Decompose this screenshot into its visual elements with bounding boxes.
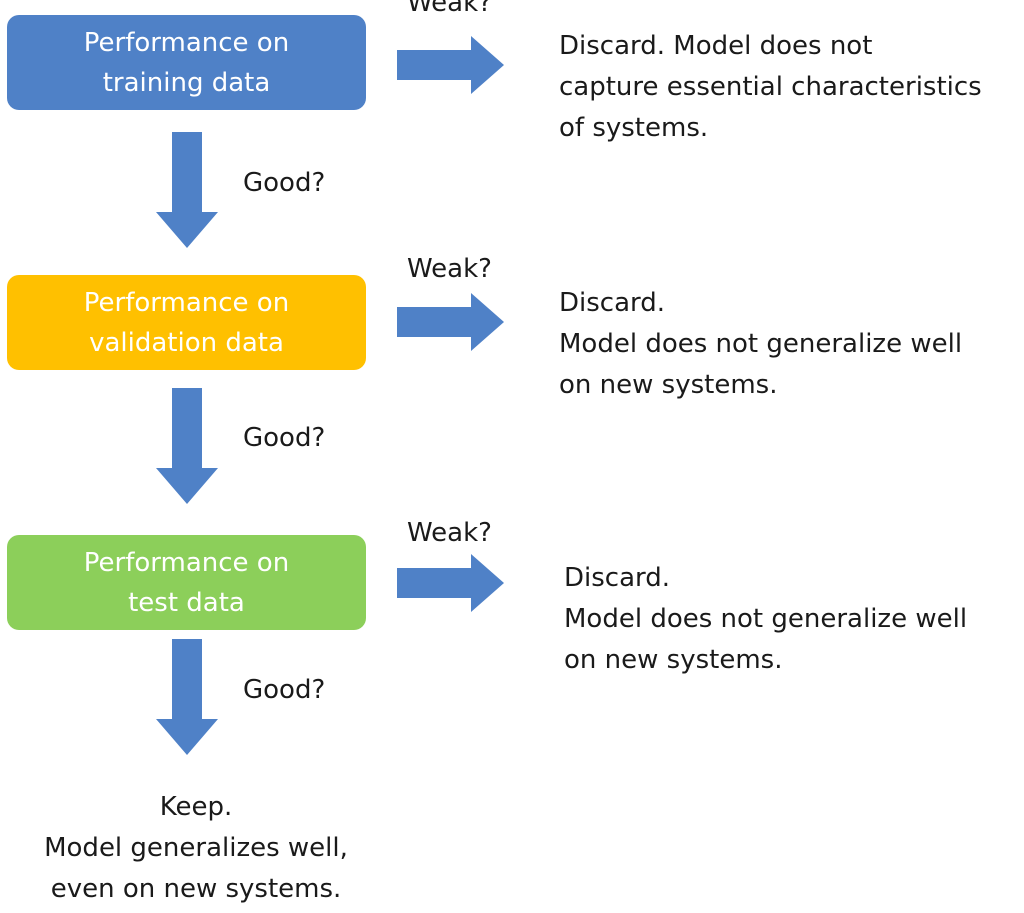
training-data-box: Performance on training data — [7, 15, 366, 110]
test-weak-label: Weak? — [407, 518, 492, 548]
down-arrow-shape — [156, 639, 218, 755]
test-outcome-line3: on new systems. — [564, 645, 783, 675]
test-box-line1: Performance on — [83, 547, 290, 578]
validation-discard-text: Discard. Model does not generalize well … — [559, 283, 962, 406]
test-good-arrow — [156, 639, 218, 755]
training-weak-arrow — [397, 36, 504, 94]
validation-box-line1: Performance on — [83, 287, 290, 318]
test-box-line2: test data — [128, 587, 245, 618]
test-outcome-line2: Model does not generalize well — [564, 604, 968, 634]
validation-good-arrow — [156, 388, 218, 504]
right-arrow-shape — [397, 36, 504, 94]
test-outcome-line1: Discard. — [564, 563, 671, 593]
validation-weak-label: Weak? — [407, 254, 492, 284]
keep-line2: Model generalizes well, — [44, 833, 348, 863]
validation-data-box: Performance on validation data — [7, 275, 366, 370]
validation-good-label: Good? — [243, 423, 326, 453]
training-good-label: Good? — [243, 168, 326, 198]
down-arrow-shape — [156, 388, 218, 504]
training-weak-label: Weak? — [407, 0, 492, 18]
training-box-line1: Performance on — [83, 27, 290, 58]
right-arrow-shape — [397, 293, 504, 351]
training-outcome-line3: of systems. — [559, 113, 709, 143]
validation-outcome-line1: Discard. — [559, 288, 666, 318]
test-good-label: Good? — [243, 675, 326, 705]
training-discard-text: Discard. Model does not capture essentia… — [559, 26, 982, 149]
validation-weak-arrow — [397, 293, 504, 351]
test-data-box: Performance on test data — [7, 535, 366, 630]
training-box-line2: training data — [102, 67, 271, 98]
keep-line3: even on new systems. — [50, 874, 342, 904]
training-good-arrow — [156, 132, 218, 248]
training-outcome-line1: Discard. Model does not — [559, 31, 873, 61]
right-arrow-shape — [397, 554, 504, 612]
keep-line1: Keep. — [159, 792, 233, 822]
validation-outcome-line2: Model does not generalize well — [559, 329, 963, 359]
down-arrow-shape — [156, 132, 218, 248]
test-weak-arrow — [397, 554, 504, 612]
test-discard-text: Discard. Model does not generalize well … — [564, 558, 967, 681]
validation-box-line2: validation data — [89, 327, 284, 358]
training-outcome-line2: capture essential characteristics — [559, 72, 982, 102]
validation-outcome-line3: on new systems. — [559, 370, 778, 400]
keep-outcome-text: Keep. Model generalizes well, even on ne… — [0, 787, 392, 910]
